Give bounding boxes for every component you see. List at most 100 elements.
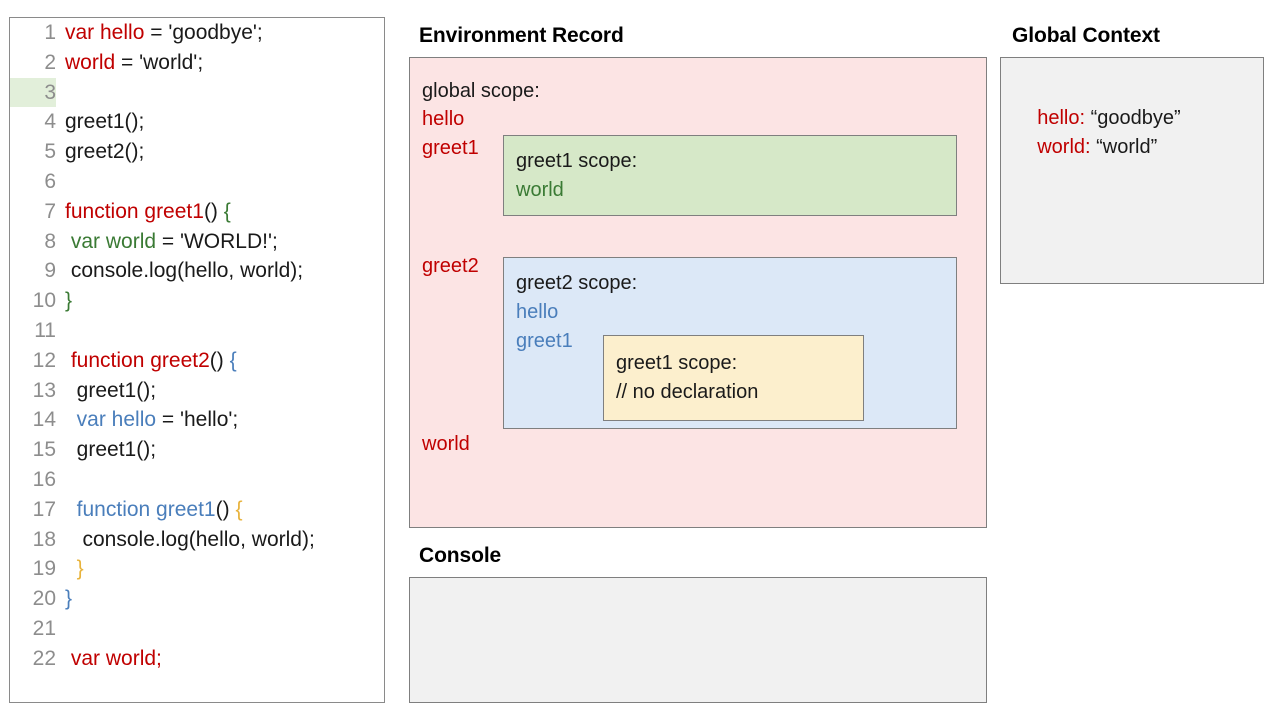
code-line-text: console.log(hello, world); [56,256,384,286]
code-line-text: function greet1() { [56,495,384,525]
code-token: world [65,50,116,74]
code-line[interactable]: 20} [10,584,384,614]
code-line-text: greet1(); [56,376,384,406]
line-number: 12 [32,348,56,372]
code-line[interactable]: 15 greet1(); [10,435,384,465]
line-number: 21 [32,616,56,640]
code-line-text: var hello = 'hello'; [56,405,384,435]
code-line-text: console.log(hello, world); [56,525,384,555]
code-token: } [65,289,73,313]
greet2-binding-greet1: greet1 [516,330,573,352]
global-context-key: hello: [1037,107,1086,129]
environment-record-title: Environment Record [419,24,624,47]
line-number: 13 [32,378,56,402]
code-line[interactable]: 13 greet1(); [10,376,384,406]
line-number: 14 [32,408,56,432]
code-line-text: function greet1() { [56,197,384,227]
global-binding-greet2: greet2 [422,255,479,277]
global-context-entry: hello: “goodbye” [1015,78,1181,159]
line-number: 5 [44,140,56,164]
line-number: 3 [10,77,56,108]
global-context-box: hello: “goodbye” world: “world” [1000,57,1264,284]
global-context-value: “goodbye” [1085,107,1181,129]
greet1-nested-scope-note: // no declaration [616,381,759,403]
greet1-nested-scope-heading: greet1 scope: [616,352,738,374]
code-line[interactable]: 16 [10,465,384,495]
code-line[interactable]: 21 [10,614,384,644]
code-token: function greet1 [76,497,216,521]
line-number: 6 [44,169,56,193]
global-binding-greet1: greet1 [422,137,479,159]
code-token: var world [70,229,157,253]
code-line[interactable]: 3 [10,77,384,108]
line-number: 15 [32,438,56,462]
line-number: 18 [32,527,56,551]
code-token: ; [156,646,162,670]
code-token: = 'WORLD!'; [156,229,278,253]
greet2-scope-heading: greet2 scope: [516,272,638,294]
greet1-binding-world: world [516,179,564,201]
code-line[interactable]: 10} [10,286,384,316]
line-number: 17 [32,497,56,521]
code-line-text: var world = 'WORLD!'; [56,227,384,257]
code-token: = 'world'; [115,50,204,74]
code-line[interactable]: 5 greet2(); [10,137,384,167]
code-token: console.log(hello, world); [65,259,304,283]
code-token: = 'hello'; [156,408,239,432]
greet1-nested-scope-box: greet1 scope: // no declaration [603,335,864,421]
code-token: () [203,199,224,223]
code-line-text: greet1(); [56,107,384,137]
line-number: 9 [44,259,56,283]
global-binding-world: world [422,433,470,455]
code-line[interactable]: 8 var world = 'WORLD!'; [10,227,384,257]
code-line-text: var hello = 'goodbye'; [56,18,384,48]
code-token: greet1(); [65,438,157,462]
line-number: 2 [44,50,56,74]
line-number: 11 [34,318,56,342]
code-line[interactable]: 22 var world; [10,644,384,674]
code-line-text: greet1(); [56,435,384,465]
code-line[interactable]: 17 function greet1() { [10,495,384,525]
code-line[interactable]: 12 function greet2() { [10,346,384,376]
environment-record-box: global scope: hello greet1 greet2 world … [409,57,987,528]
code-line[interactable]: 18 console.log(hello, world); [10,525,384,555]
code-line[interactable]: 6 [10,167,384,197]
code-line-text: greet2(); [56,137,384,167]
code-line-text: world = 'world'; [56,48,384,78]
code-line[interactable]: 11 [10,316,384,346]
line-number: 8 [44,229,56,253]
global-context-entry: world: “world” [1015,107,1157,188]
greet2-binding-hello: hello [516,301,559,323]
code-line[interactable]: 14 var hello = 'hello'; [10,405,384,435]
code-token: greet1(); [65,378,157,402]
line-number: 7 [44,199,56,223]
code-line-text: } [56,554,384,584]
line-number: 16 [32,467,56,491]
line-number: 19 [32,557,56,581]
code-token: () [215,497,236,521]
code-token [65,557,77,580]
code-token: greet2(); [65,140,145,164]
code-line[interactable]: 19 } [10,554,384,584]
code-line-text: function greet2() { [56,346,384,376]
console-box[interactable] [409,577,987,703]
global-context-value: “world” [1090,136,1158,158]
code-token: () [209,348,230,372]
line-number: 20 [32,587,56,611]
global-scope-heading: global scope: [422,80,540,102]
global-context-title: Global Context [1012,24,1160,47]
greet1-scope-heading: greet1 scope: [516,150,638,172]
code-line[interactable]: 9 console.log(hello, world); [10,256,384,286]
greet2-scope-box: greet2 scope: hello greet1 greet1 scope:… [503,257,957,429]
code-token [65,498,77,521]
code-token: greet1(); [65,110,145,134]
code-token: function greet2 [70,348,210,372]
code-token: } [65,587,73,611]
code-token: { [229,348,237,372]
line-number: 22 [32,646,56,670]
